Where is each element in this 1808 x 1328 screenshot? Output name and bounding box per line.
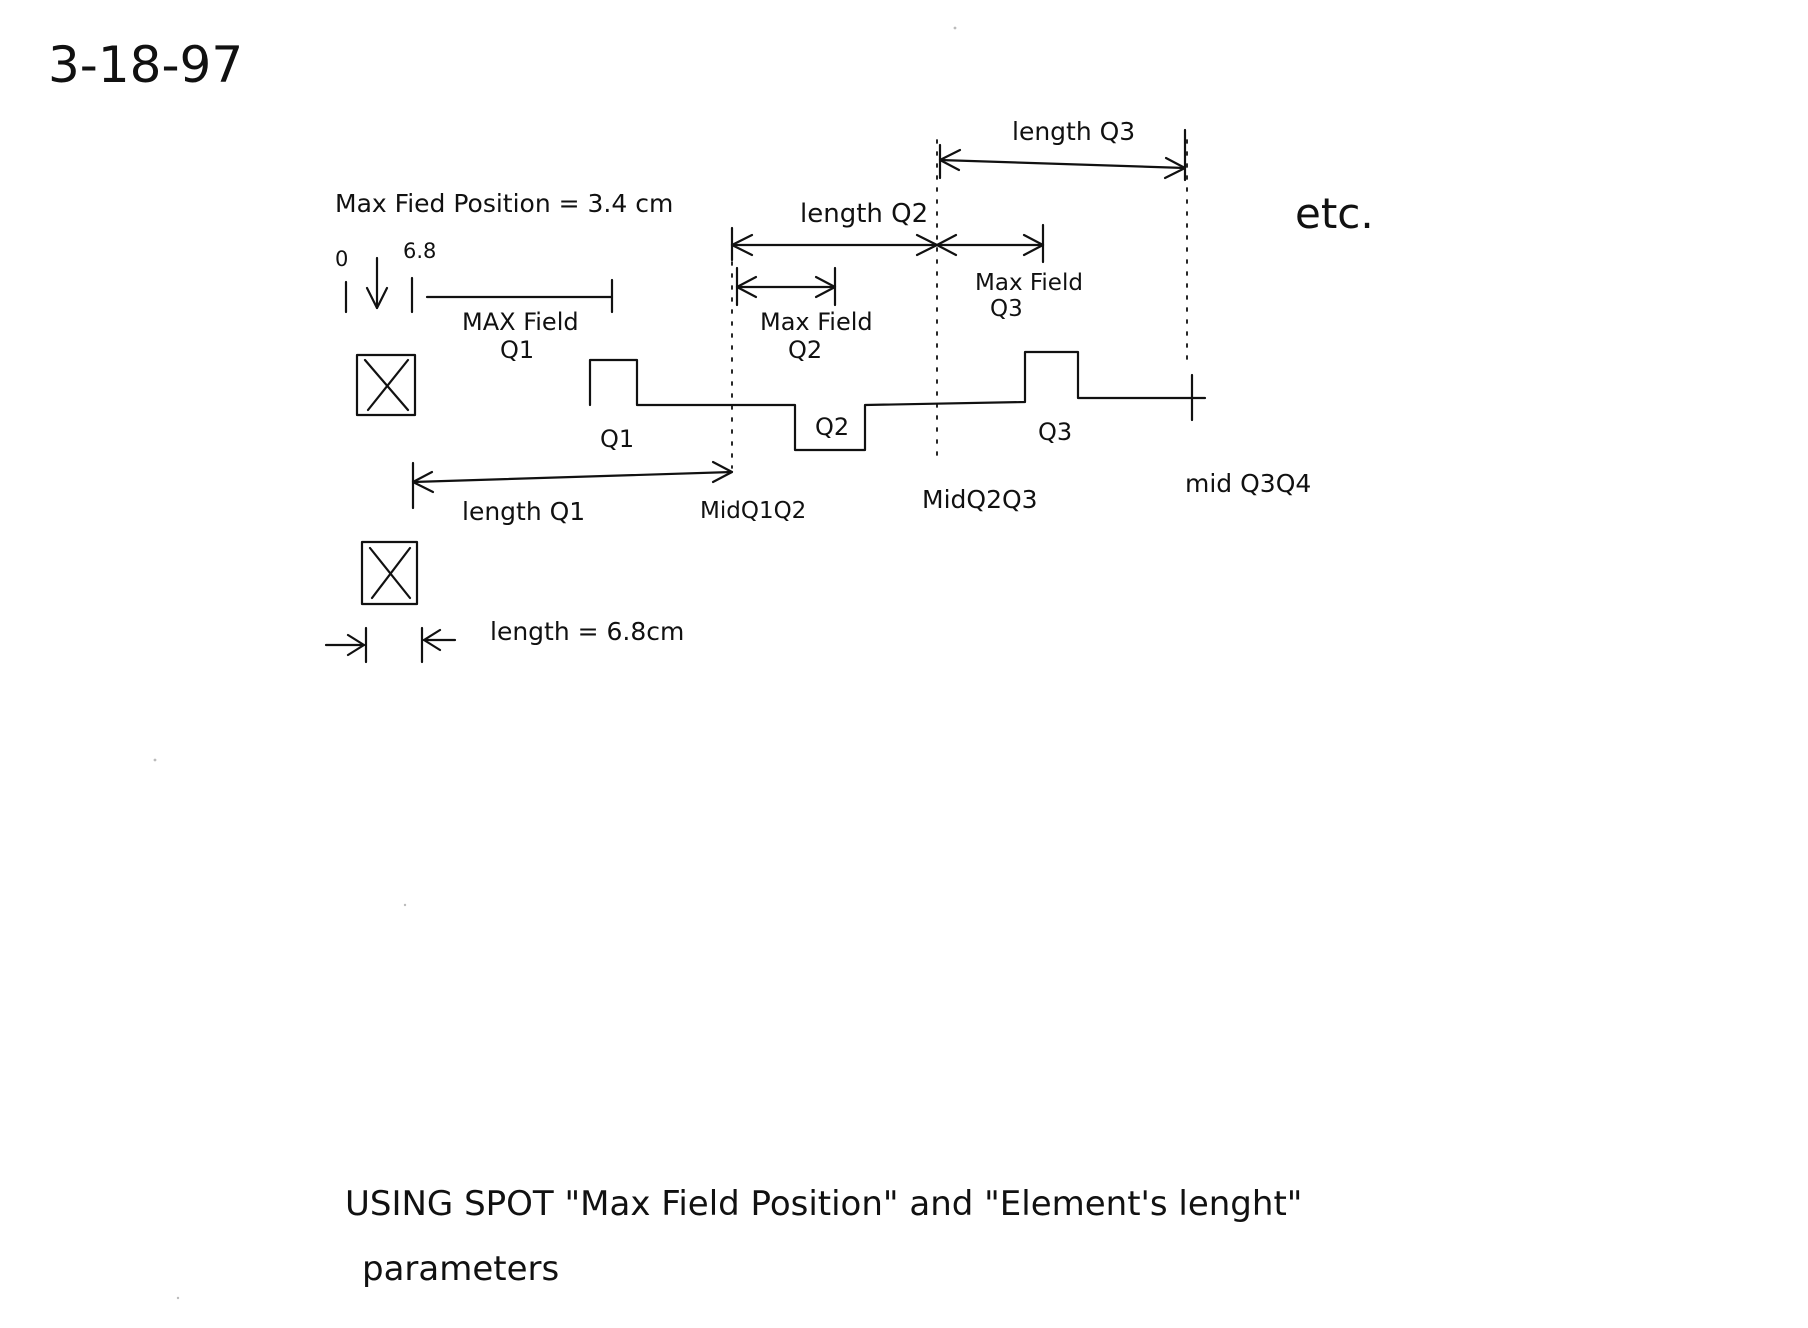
arrow-right-icon (1022, 233, 1045, 257)
arrow-left-icon (730, 233, 754, 257)
speck (403, 903, 407, 907)
max-field-q3-sublabel: Q3 (990, 296, 1023, 322)
note-line-1: USING SPOT "Max Field Position" and "Ele… (345, 1184, 1302, 1224)
speck (153, 758, 157, 762)
max-field-q2-label: Max Field (760, 308, 873, 336)
q3-label: Q3 (1038, 418, 1072, 446)
arrow-left-icon (935, 233, 958, 257)
mid-q3q4-label: mid Q3Q4 (1185, 469, 1311, 498)
down-arrow-icon (365, 256, 389, 310)
element-box-x-icon (355, 353, 417, 417)
tick-zero-label: 0 (335, 247, 348, 271)
arrow-right-icon (324, 633, 366, 657)
arrow-right-icon (814, 275, 837, 299)
max-field-q2-sublabel: Q2 (788, 336, 822, 364)
note-line-2: parameters (362, 1249, 559, 1289)
speck (176, 1296, 180, 1300)
length-q1-label: length Q1 (462, 497, 585, 526)
length-q1-dimension-line (411, 470, 734, 484)
tick-six-eight-label: 6.8 (403, 239, 436, 263)
max-field-q1-sublabel: Q1 (500, 336, 534, 364)
max-field-position-label: Max Fied Position = 3.4 cm (335, 189, 673, 218)
element-length-label: length = 6.8cm (490, 617, 684, 646)
q2-label: Q2 (815, 413, 849, 441)
length-q3-dimension-line (938, 158, 1187, 170)
q1-label: Q1 (600, 425, 634, 453)
date-label: 3-18-97 (48, 36, 243, 94)
length-q2-label: length Q2 (800, 199, 928, 229)
etc-label: etc. (1295, 189, 1374, 238)
arrow-left-icon (422, 628, 457, 652)
max-field-q1-label: MAX Field (462, 308, 579, 336)
arrow-left-icon (735, 275, 758, 299)
arrow-right-icon (711, 460, 734, 484)
element-box-x-icon (360, 540, 419, 606)
max-field-q3-label: Max Field (975, 270, 1083, 296)
field-waveform (588, 350, 1207, 452)
mid-q1q2-label: MidQ1Q2 (700, 498, 806, 524)
mid-q2q3-label: MidQ2Q3 (922, 485, 1038, 514)
arrow-left-icon (411, 470, 435, 494)
arrow-left-icon (938, 148, 962, 172)
length-q3-label: length Q3 (1012, 117, 1135, 146)
speck (953, 26, 957, 30)
